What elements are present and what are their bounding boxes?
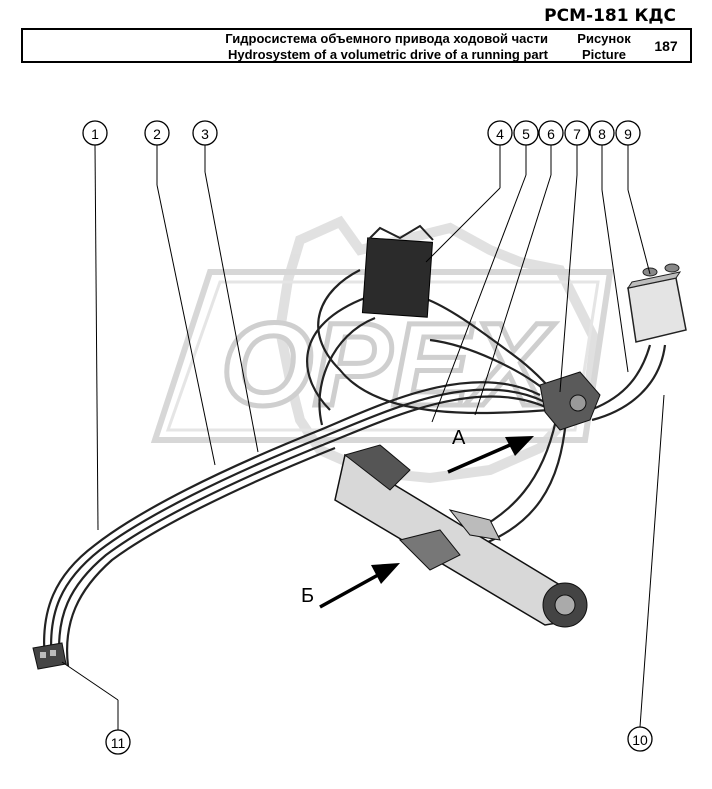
callout-10-label: 10 [632, 732, 648, 748]
picture-label-russian: Рисунок [577, 31, 631, 46]
callout-8: 8 [589, 120, 615, 146]
callout-markers: 1 2 3 4 5 6 7 8 9 10 11 [82, 120, 653, 755]
view-label-b: Б [301, 585, 314, 607]
callout-4: 4 [487, 120, 513, 146]
hydraulic-tank [626, 263, 687, 343]
model-code: РСМ-181 КДС [544, 6, 676, 26]
callout-7-label: 7 [573, 126, 581, 142]
view-arrows: А Б [301, 427, 534, 609]
callout-11: 11 [105, 729, 131, 755]
oil-cooler [361, 224, 434, 318]
callout-6-label: 6 [547, 126, 555, 142]
callout-6: 6 [538, 120, 564, 146]
title-english: Hydrosystem of a volumetric drive of a r… [227, 47, 548, 62]
valve-block [539, 371, 601, 431]
callout-5-label: 5 [522, 126, 530, 142]
callout-11-label: 11 [111, 735, 126, 751]
callout-5: 5 [513, 120, 539, 146]
watermark: OPEX [150, 215, 614, 484]
callout-9: 9 [615, 120, 641, 146]
callout-8-label: 8 [598, 126, 606, 142]
picture-label-english: Picture [581, 47, 627, 62]
callout-3: 3 [192, 120, 218, 146]
title-russian: Гидросистема объемного привода ходовой ч… [225, 31, 548, 46]
drive-axle [334, 444, 588, 628]
callout-9-label: 9 [624, 126, 632, 142]
callout-4-label: 4 [496, 126, 504, 142]
watermark-text: OPEX [221, 299, 555, 431]
callout-2-label: 2 [153, 126, 161, 142]
title-block: Гидросистема объемного привода ходовой ч… [21, 28, 692, 63]
callout-7: 7 [564, 120, 590, 146]
callout-10: 10 [627, 726, 653, 752]
callout-2: 2 [144, 120, 170, 146]
callout-1: 1 [82, 120, 108, 146]
hydraulic-hoses [43, 269, 667, 667]
figure-number: 187 [654, 38, 678, 54]
connector-block [32, 642, 67, 670]
callout-3-label: 3 [201, 126, 209, 142]
view-label-a: А [452, 427, 466, 449]
leader-lines [61, 144, 665, 730]
callout-1-label: 1 [91, 126, 99, 142]
